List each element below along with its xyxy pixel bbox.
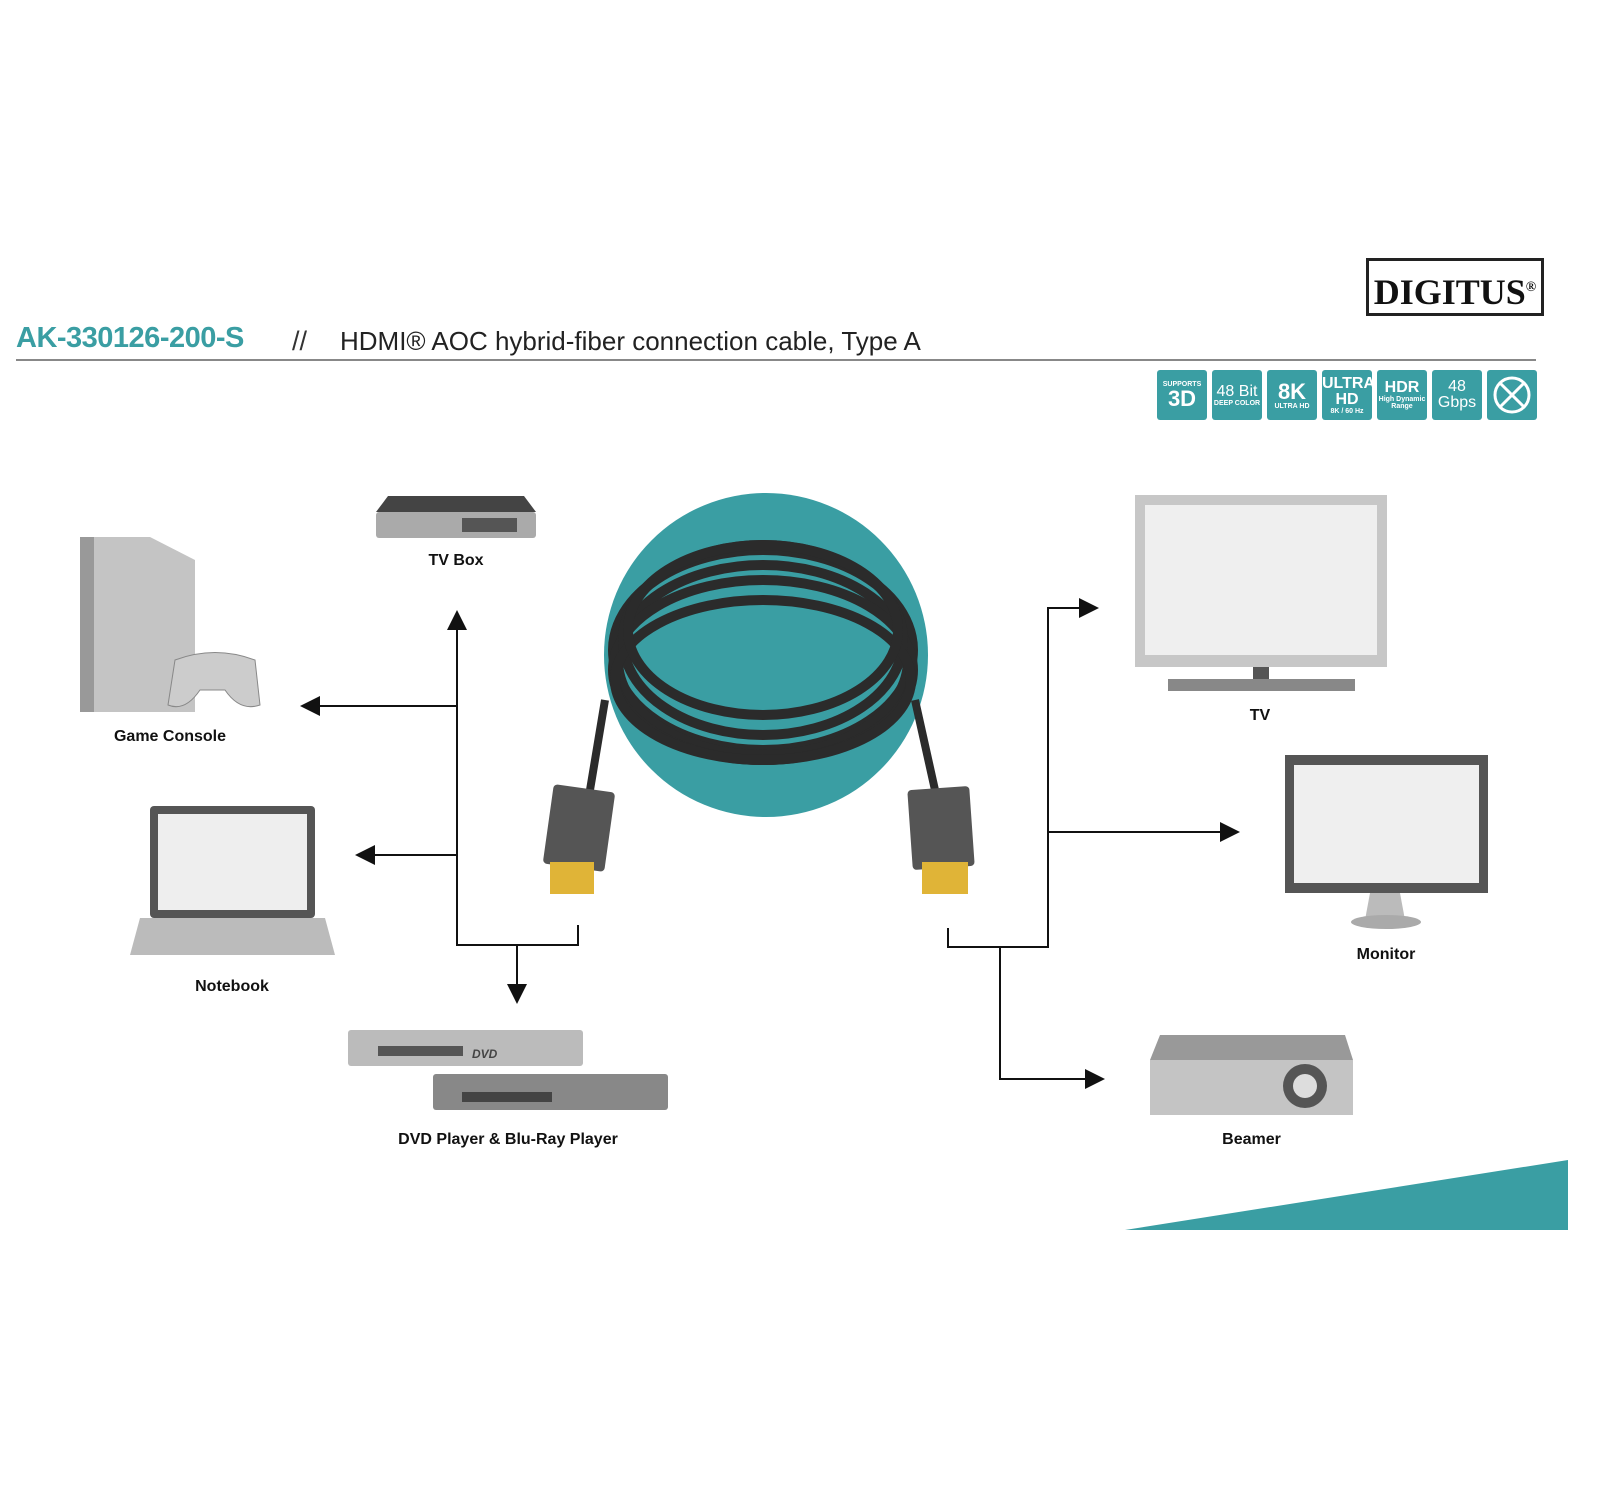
badge-text: High Dynamic Range — [1378, 396, 1426, 410]
badge-text: 3D — [1167, 385, 1197, 411]
no-halogen-icon — [1493, 376, 1531, 414]
title-separator: // — [292, 326, 308, 356]
label-dvd-bluray: DVD Player & Blu-Ray Player — [398, 1131, 618, 1148]
label-tv: TV — [1249, 707, 1271, 724]
bluray-player-icon — [433, 1074, 668, 1110]
beamer-icon — [1150, 1035, 1353, 1115]
brand-name: DIGITUS — [1373, 272, 1526, 312]
tv-icon — [1135, 495, 1387, 691]
badge-text: 48 Bit — [1216, 382, 1258, 400]
badge-text: ULTRA HD — [1322, 374, 1376, 408]
hdmi-cable-coil — [586, 540, 939, 791]
monitor-icon — [1285, 755, 1488, 929]
brand-mark: ® — [1525, 280, 1537, 295]
digitus-logo: DIGITUS® — [1366, 258, 1544, 316]
product-sku: AK-330126-200-S — [16, 322, 244, 354]
corner-accent — [1125, 1160, 1568, 1230]
badge-text: ULTRA HD — [1274, 402, 1310, 410]
badge-text: Gbps — [1437, 394, 1477, 411]
badge-text: SUPPORTS — [1162, 380, 1202, 388]
header-divider — [16, 359, 1536, 361]
game-console-icon — [80, 537, 261, 712]
label-tv-box: TV Box — [428, 552, 484, 569]
hdmi-connector-right — [907, 786, 975, 894]
label-notebook: Notebook — [195, 978, 269, 995]
badge-text: 8K — [1277, 378, 1307, 404]
product-title: HDMI® AOC hybrid-fiber connection cable,… — [340, 326, 921, 356]
notebook-icon — [130, 806, 335, 955]
badge-text: 8K / 60 Hz — [1330, 407, 1364, 415]
badge-text: DEEP COLOR — [1213, 399, 1261, 407]
badge-text: 48 — [1448, 378, 1466, 395]
dvd-player-icon: DVD — [348, 1030, 583, 1066]
connection-arrows — [300, 598, 1240, 1089]
hdmi-connector-left — [543, 784, 615, 894]
tv-box-icon — [376, 496, 536, 538]
label-monitor: Monitor — [1356, 946, 1416, 963]
label-beamer: Beamer — [1222, 1131, 1281, 1148]
badge-text: HDR — [1384, 379, 1420, 396]
dvd-logo-text: DVD — [472, 1047, 498, 1061]
badge-halogen-free — [1487, 370, 1537, 420]
label-game-console: Game Console — [113, 728, 227, 745]
